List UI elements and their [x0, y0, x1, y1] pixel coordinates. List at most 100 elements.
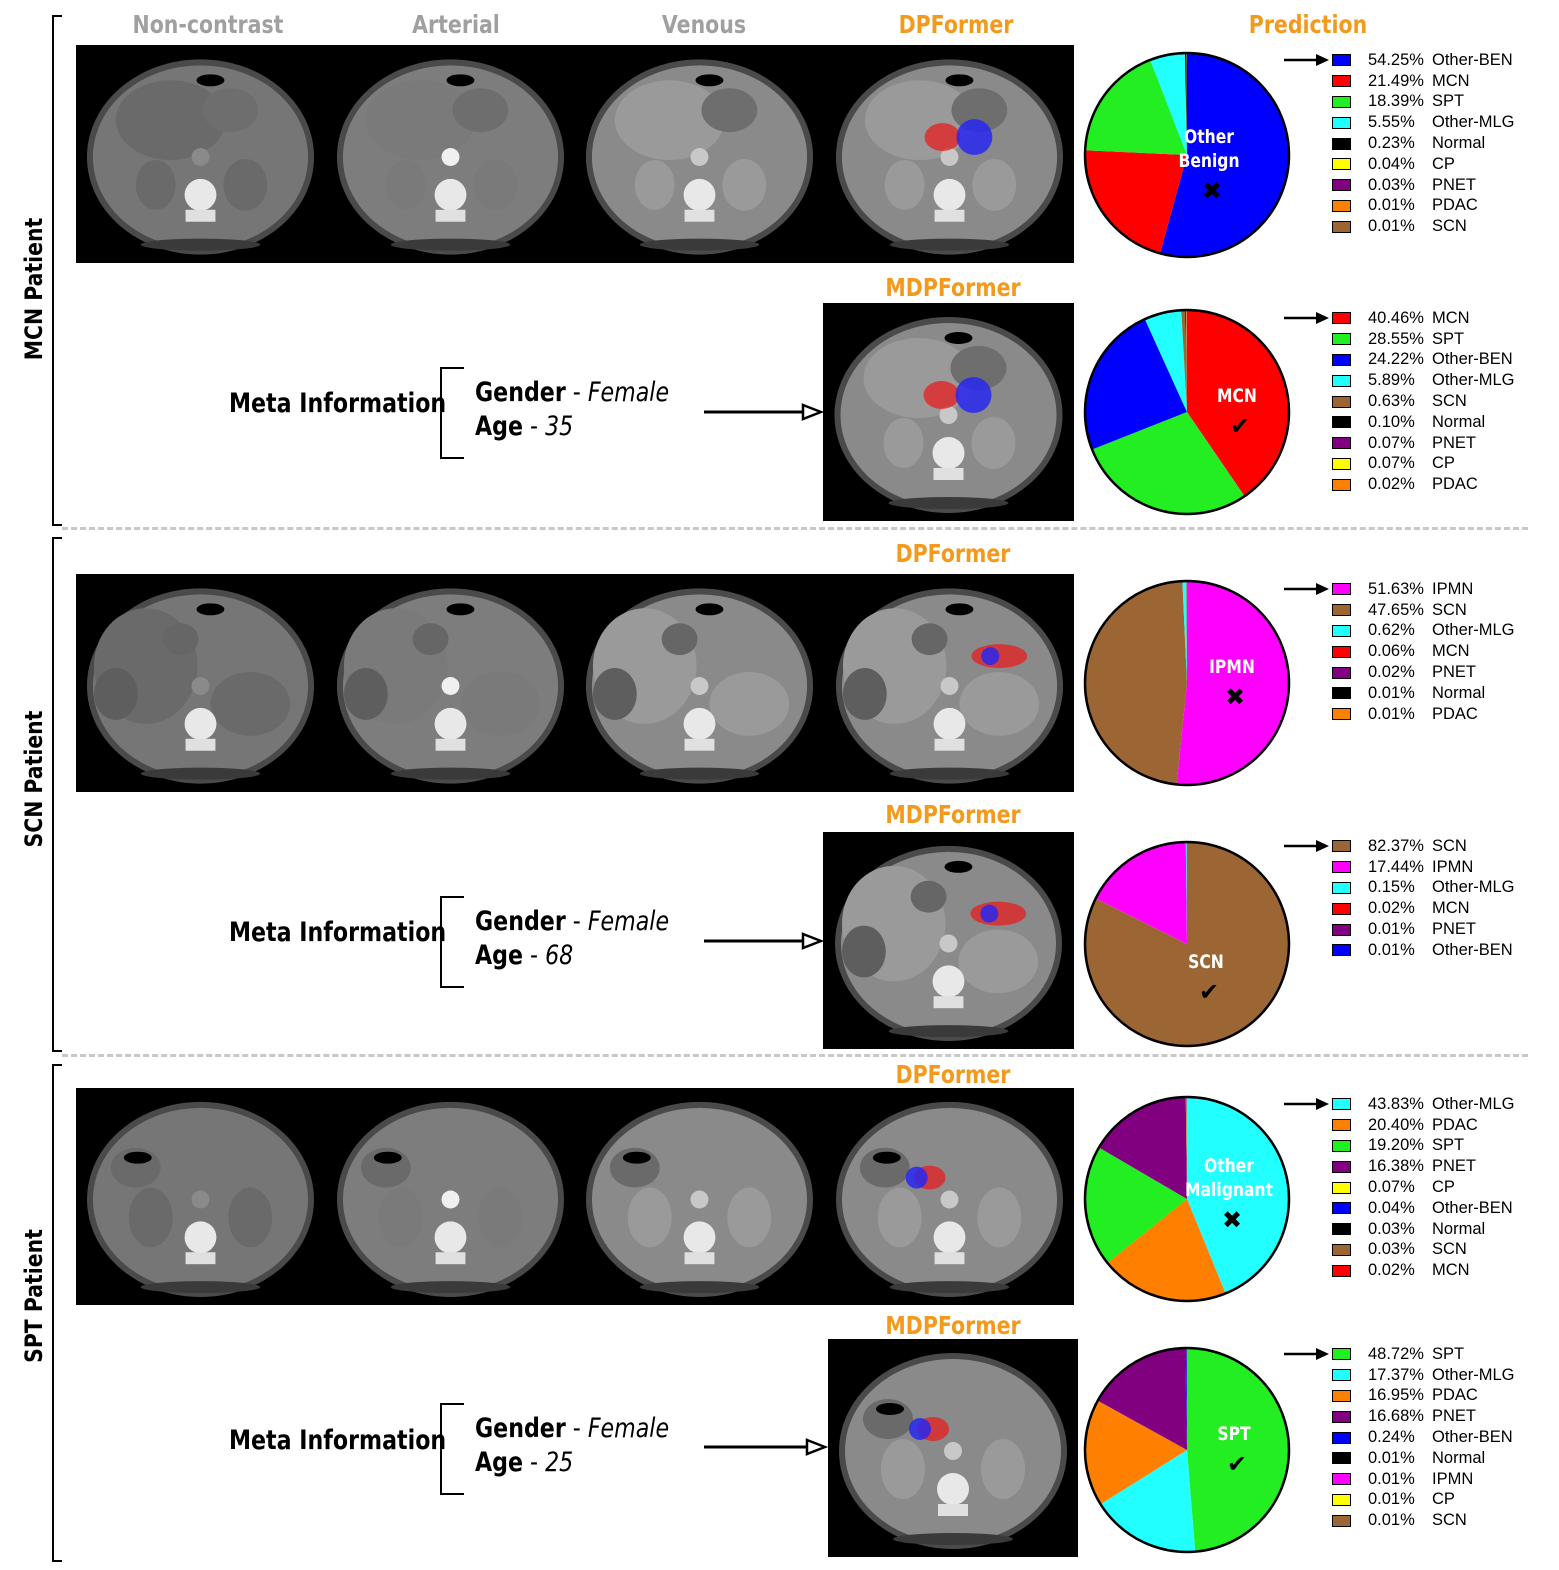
legend-class-name: SCN — [1432, 600, 1467, 619]
legend-class-name: Normal — [1432, 134, 1486, 153]
legend-item: 0.07%CP — [1332, 454, 1515, 475]
legend-swatch — [1332, 840, 1351, 853]
legend-class-name: SPT — [1432, 1344, 1465, 1363]
prediction-pie-chart: SPT✔ — [1083, 1346, 1291, 1554]
legend-percent: 0.03% — [1368, 175, 1415, 194]
pie-slice-other-ben — [1160, 53, 1289, 257]
top-prediction-arrow — [1284, 840, 1329, 852]
legend-swatch — [1332, 1389, 1351, 1402]
legend-class-name: MCN — [1432, 642, 1470, 661]
legend-percent: 0.02% — [1368, 475, 1415, 494]
legend-class-name: Other-BEN — [1432, 1198, 1513, 1217]
legend-class-name: PDAC — [1432, 1386, 1478, 1405]
pie-slice-normal — [1184, 53, 1187, 155]
pie-slice-ipmn — [1095, 842, 1187, 944]
dpformer-label: DPFormer — [895, 1060, 1011, 1089]
legend-class-name: CP — [1432, 1490, 1455, 1509]
legend-percent: 40.46% — [1368, 308, 1424, 327]
legend-swatch — [1332, 687, 1351, 700]
legend-class-name: IPMN — [1432, 1469, 1474, 1488]
legend-percent: 0.01% — [1368, 196, 1415, 215]
legend-item: 0.02%PDAC — [1332, 474, 1515, 495]
header-prediction: Prediction — [1248, 10, 1368, 39]
legend-class-name: PNET — [1432, 920, 1477, 939]
legend-swatch — [1332, 1514, 1351, 1527]
pie-slice-other-ben — [1185, 1348, 1187, 1450]
legend-item: 0.23%Normal — [1332, 133, 1515, 154]
legend-percent: 0.01% — [1368, 1469, 1415, 1488]
legend-swatch — [1332, 1431, 1351, 1444]
section-separator — [62, 1054, 1528, 1057]
legend-percent: 0.07% — [1368, 454, 1415, 473]
legend-swatch — [1332, 457, 1351, 470]
pie-slice-normal — [1185, 310, 1187, 412]
legend-item: 0.03%PNET — [1332, 175, 1515, 196]
cross-icon: ✖ — [1225, 683, 1245, 711]
legend-percent: 47.65% — [1368, 600, 1424, 619]
ct-arterial-image — [325, 574, 575, 792]
legend-item: 40.46%MCN — [1332, 308, 1515, 329]
legend-swatch — [1332, 902, 1351, 915]
legend-class-name: MCN — [1432, 899, 1470, 918]
legend-item: 0.07%CP — [1332, 1177, 1515, 1198]
legend-class-name: Other-BEN — [1432, 350, 1513, 369]
meta-information-values: Gender - Female Age - 68 — [475, 906, 670, 971]
legend-swatch — [1332, 1493, 1351, 1506]
header-arterial: Arterial — [412, 10, 500, 39]
legend-swatch — [1332, 416, 1351, 429]
legend-swatch — [1332, 1098, 1351, 1111]
cross-icon: ✖ — [1222, 1206, 1242, 1234]
meta-information-title: Meta Information — [229, 1425, 447, 1456]
pie-slice-ipmn — [1176, 581, 1289, 785]
legend-item: 0.01%PNET — [1332, 919, 1515, 940]
legend-item: 18.39%SPT — [1332, 92, 1515, 113]
pie-slice-pdac — [1085, 1400, 1187, 1505]
ct-image-strip — [76, 45, 1074, 263]
patient-bracket — [52, 15, 62, 526]
header-non-contrast: Non-contrast — [132, 10, 284, 39]
gender-key: Gender — [475, 377, 566, 408]
legend-class-name: Normal — [1432, 1448, 1486, 1467]
pie-slice-pdac — [1107, 1199, 1226, 1301]
pie-slice-other-mlg — [1144, 310, 1187, 412]
legend-swatch — [1332, 158, 1351, 171]
pie-slice-other-mlg — [1187, 1097, 1289, 1294]
legend-item: 51.63%IPMN — [1332, 579, 1515, 600]
legend-swatch — [1332, 666, 1351, 679]
pie-slice-cp — [1186, 310, 1187, 412]
legend-item: 0.01%Other-BEN — [1332, 940, 1515, 961]
legend-item: 0.07%PNET — [1332, 433, 1515, 454]
legend-class-name: PNET — [1432, 1407, 1477, 1426]
pie-predicted-class-label: Other — [1204, 1156, 1254, 1178]
legend-swatch — [1332, 374, 1351, 387]
legend-item: 0.06%MCN — [1332, 641, 1515, 662]
legend-class-name: CP — [1432, 1178, 1455, 1197]
pie-outline — [1083, 579, 1291, 787]
pie-outline — [1083, 51, 1291, 259]
ct-arterial-image — [325, 1088, 575, 1305]
legend-percent: 16.68% — [1368, 1407, 1424, 1426]
legend-class-name: SCN — [1432, 392, 1467, 411]
legend-percent: 19.20% — [1368, 1136, 1424, 1155]
pie-slice-normal — [1186, 1097, 1187, 1199]
legend-swatch — [1332, 583, 1351, 596]
legend-percent: 48.72% — [1368, 1344, 1424, 1363]
section-separator — [62, 527, 1528, 530]
age-value: 68 — [545, 940, 574, 971]
legend-item: 0.15%Other-MLG — [1332, 878, 1515, 899]
meta-information-values: Gender - Female Age - 35 — [475, 377, 670, 442]
legend-percent: 24.22% — [1368, 350, 1424, 369]
legend-swatch — [1332, 199, 1351, 212]
check-icon: ✔ — [1199, 978, 1219, 1006]
legend-item: 54.25%Other-BEN — [1332, 50, 1515, 71]
pie-predicted-class-label: Malignant — [1185, 1180, 1273, 1202]
legend-item: 20.40%PDAC — [1332, 1115, 1515, 1136]
legend-swatch — [1332, 1160, 1351, 1173]
legend-item: 0.04%CP — [1332, 154, 1515, 175]
prediction-pie-chart: SCN✔ — [1083, 840, 1291, 1048]
age-key: Age — [475, 411, 524, 442]
legend-class-name: SCN — [1432, 1511, 1467, 1530]
pie-outline — [1083, 840, 1291, 1048]
pie-outline — [1083, 1346, 1291, 1554]
